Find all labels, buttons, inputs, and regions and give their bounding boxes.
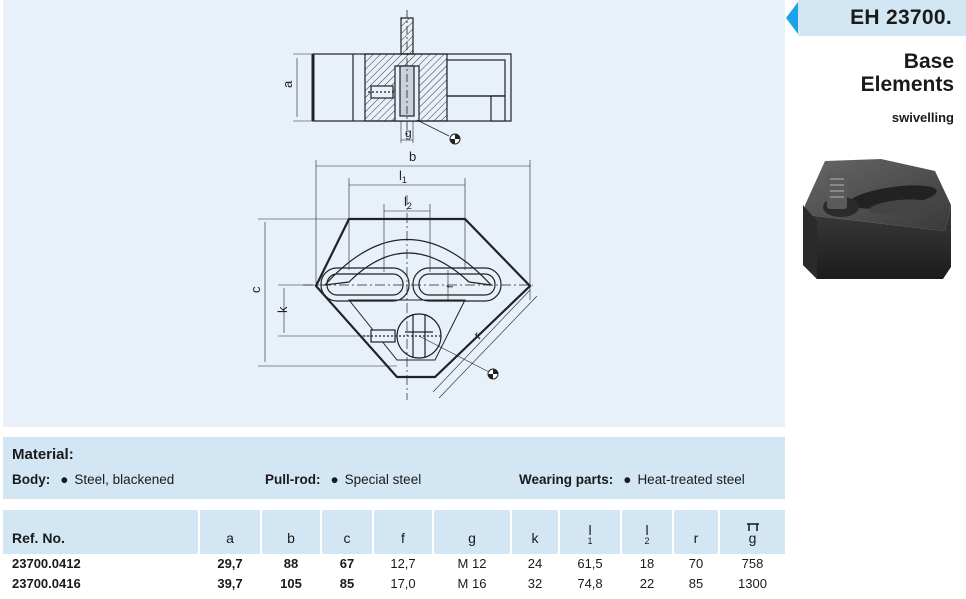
table-cell: 85 — [688, 576, 704, 591]
material-value: Special steel — [344, 472, 422, 487]
column-header-sub: 2 — [644, 536, 650, 546]
table-row: 23700.0416 39,7 105 85 17,0 M 16 32 74,8… — [3, 577, 785, 591]
material-item-pull-rod: Pull-rod: ● Special steel — [265, 472, 421, 487]
column-header: g — [720, 510, 785, 554]
table-cell: 74,8 — [577, 576, 603, 591]
table-cell: M 16 — [457, 576, 487, 591]
table-cell: 1300 — [738, 576, 767, 591]
title-line-1: Base — [903, 50, 954, 73]
product-photo — [795, 155, 957, 286]
dim-k-label: k — [275, 306, 290, 313]
table-cell: 32 — [527, 576, 543, 591]
section-view — [293, 10, 512, 143]
material-label: Body: — [12, 472, 51, 487]
plan-view — [258, 160, 538, 400]
column-header-letter: l — [588, 522, 592, 538]
column-header: Ref. No. — [3, 510, 198, 554]
material-item-wearing-parts: Wearing parts: ● Heat-treated steel — [519, 472, 745, 487]
bullet-icon: ● — [623, 472, 632, 487]
table-cell: 88 — [283, 556, 299, 571]
dim-l2-label: l2 — [404, 194, 412, 211]
center-mark-icon — [449, 133, 461, 145]
table-cell: 18 — [639, 556, 655, 571]
column-header: k — [512, 510, 558, 554]
table-cell: 70 — [688, 556, 704, 571]
table-cell: 758 — [741, 556, 764, 571]
product-code: EH 23700. — [850, 6, 952, 29]
product-code-tab: EH 23700. — [786, 0, 966, 36]
table-cell: 85 — [339, 576, 355, 591]
column-header: r — [674, 510, 718, 554]
column-header-sub: 1 — [587, 536, 593, 546]
dim-c-label: c — [248, 286, 263, 293]
page-title: Base Elements — [861, 50, 954, 96]
material-value: Steel, blackened — [74, 472, 175, 487]
dim-g-label: g — [405, 126, 412, 140]
dim-f-label: f — [445, 285, 455, 288]
bullet-icon: ● — [60, 472, 69, 487]
column-header-label: b — [287, 530, 295, 546]
column-header-letter: l — [645, 522, 649, 538]
dim-l1-label: l1 — [399, 168, 407, 185]
column-header: f — [374, 510, 432, 554]
column-header-label: g — [468, 530, 476, 546]
table-cell: 12,7 — [390, 556, 416, 571]
table-cell: 24 — [527, 556, 543, 571]
title-line-2: Elements — [860, 73, 954, 96]
table-cell: 61,5 — [577, 556, 603, 571]
center-mark-icon — [487, 368, 499, 380]
column-header: b — [262, 510, 320, 554]
ref-no-cell: 23700.0412 — [12, 556, 81, 571]
dim-a-label: a — [280, 80, 295, 88]
tab-background — [786, 0, 966, 36]
column-header-label: a — [226, 530, 234, 546]
weight-icon — [747, 523, 759, 531]
material-label: Pull-rod: — [265, 472, 321, 487]
column-header: a — [200, 510, 260, 554]
material-label: Wearing parts: — [519, 472, 614, 487]
column-header-label: k — [531, 530, 539, 546]
technical-drawing: a g — [3, 0, 785, 427]
table-cell: 105 — [280, 576, 302, 591]
bullet-icon: ● — [330, 472, 339, 487]
column-header: c — [322, 510, 372, 554]
column-header-label: c — [343, 530, 351, 546]
column-header-label: Ref. No. — [12, 530, 65, 546]
column-header-label: f — [401, 530, 405, 546]
page-subtitle: swivelling — [891, 110, 954, 125]
column-header: g — [434, 510, 510, 554]
table-cell: M 12 — [457, 556, 487, 571]
table-cell: 39,7 — [217, 576, 243, 591]
ref-no-cell: 23700.0416 — [12, 576, 81, 591]
table-cell: 29,7 — [217, 556, 243, 571]
table-cell: 67 — [339, 556, 355, 571]
dim-b-label: b — [409, 149, 416, 164]
table-row: 23700.0412 29,7 88 67 12,7 M 12 24 61,5 … — [3, 557, 785, 571]
table-cell: 17,0 — [390, 576, 416, 591]
material-item-body: Body: ● Steel, blackened — [12, 472, 174, 487]
material-title: Material: — [12, 446, 74, 463]
table-cell: 22 — [639, 576, 655, 591]
material-box: Material: Body: ● Steel, blackened Pull-ro… — [3, 437, 785, 499]
column-header-label: g — [748, 530, 757, 546]
column-header-label: r — [693, 530, 699, 546]
technical-drawing-svg: a g — [248, 10, 538, 400]
material-value: Heat-treated steel — [637, 472, 745, 487]
product-photo-svg — [803, 159, 951, 279]
